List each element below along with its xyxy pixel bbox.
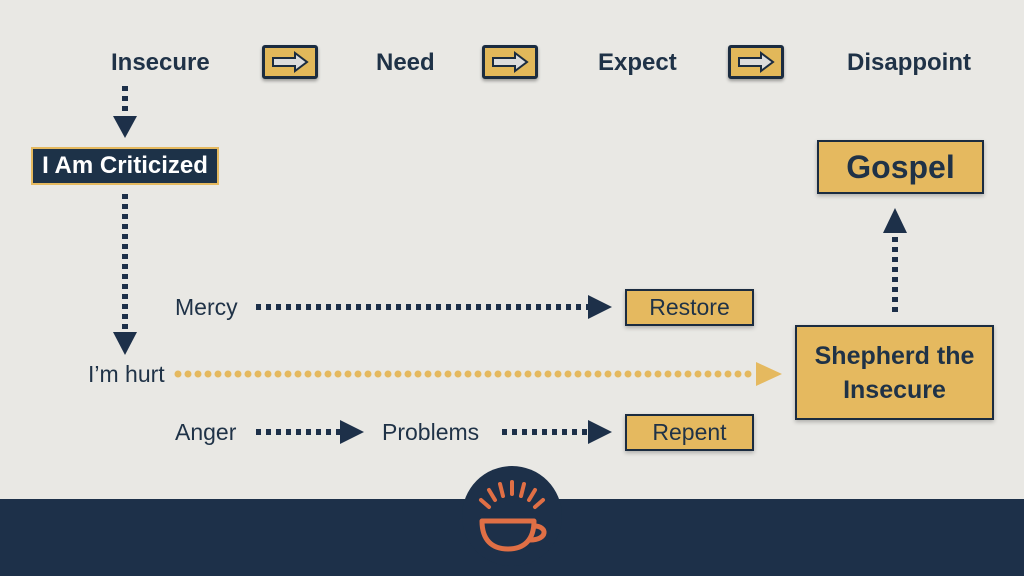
right-arrow-box-icon [728, 45, 784, 79]
repent-label: Repent [652, 419, 727, 445]
repent-box: Repent [625, 414, 754, 451]
gospel-box: Gospel [817, 140, 984, 194]
hurt-label: I’m hurt [88, 361, 165, 387]
flow-step-expect: Expect [598, 49, 677, 76]
criticized-box: I Am Criticized [31, 147, 219, 185]
shepherd-box: Shepherd the Insecure [795, 325, 994, 420]
gospel-label: Gospel [846, 148, 955, 185]
criticized-label: I Am Criticized [42, 152, 208, 179]
restore-label: Restore [649, 294, 730, 320]
right-arrow-icon [588, 420, 612, 444]
problems-label: Problems [382, 419, 480, 445]
coffee-cup-logo-icon [479, 480, 547, 552]
down-arrow-icon [113, 116, 137, 138]
right-arrow-icon [588, 295, 612, 319]
up-arrow-icon [883, 208, 907, 233]
right-arrow-icon [340, 420, 364, 444]
mercy-label: Mercy [175, 294, 238, 320]
down-arrow-icon [113, 332, 137, 355]
flow-step-need: Need [376, 49, 435, 76]
anger-label: Anger [175, 419, 237, 445]
gold-right-arrow-icon [756, 362, 782, 386]
flow-step-insecure: Insecure [111, 49, 210, 76]
shepherd-label: Shepherd the Insecure [814, 341, 975, 404]
flow-step-disappoint: Disappoint [847, 49, 971, 76]
right-arrow-box-icon [262, 45, 318, 79]
restore-box: Restore [625, 289, 754, 326]
right-arrow-box-icon [482, 45, 538, 79]
